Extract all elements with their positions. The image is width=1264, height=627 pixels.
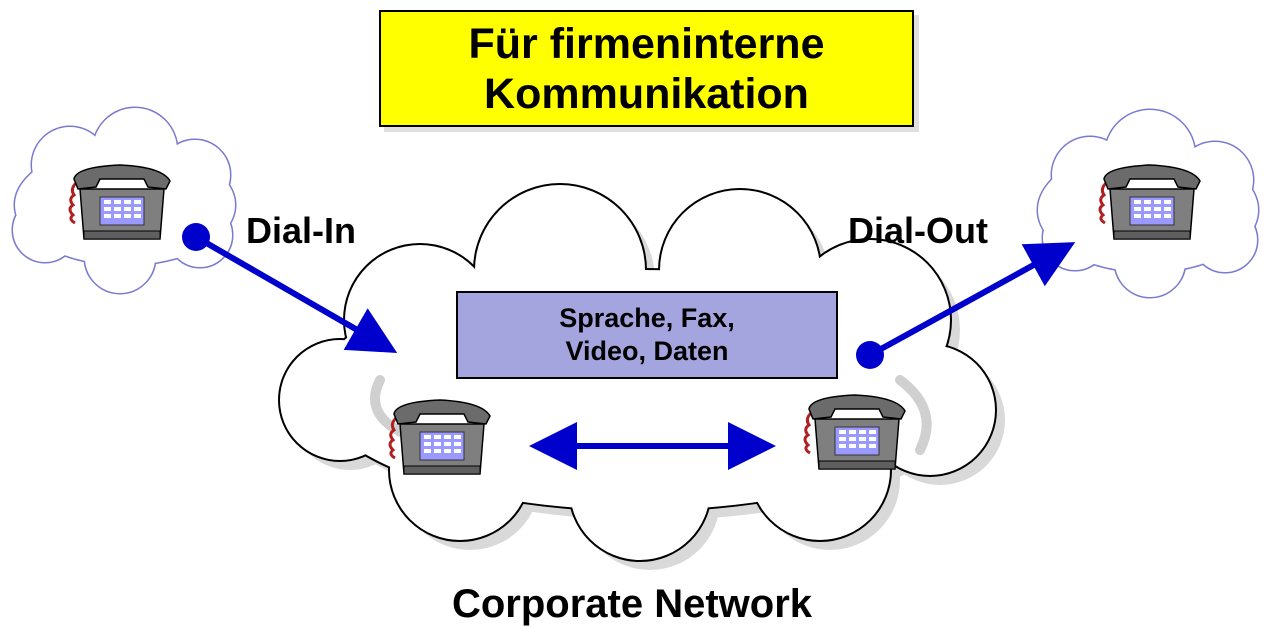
dial-in-label: Dial-In [246, 210, 357, 251]
telephone-icon [68, 163, 172, 241]
dial-out-label: Dial-Out [848, 210, 988, 251]
media-types-box: Sprache, Fax, Video, Daten [456, 291, 838, 379]
dial-out-arrow-icon [856, 242, 1076, 369]
title-line-1: Für firmeninterne [468, 19, 825, 68]
telephone-icon [388, 398, 492, 476]
media-line-2: Video, Daten [565, 336, 729, 366]
telephone-icon [1098, 163, 1202, 241]
title-box: Für firmeninterne Kommunikation [379, 10, 914, 127]
title-line-2: Kommunikation [484, 69, 809, 118]
network-label: Corporate Network [451, 582, 813, 626]
media-line-1: Sprache, Fax, [559, 303, 735, 333]
dial-in-arrow-icon [182, 223, 398, 353]
telephone-icon [803, 393, 907, 471]
